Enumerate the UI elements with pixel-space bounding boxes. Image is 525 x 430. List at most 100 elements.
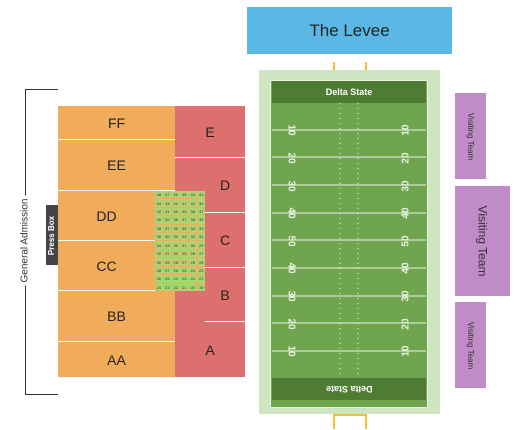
section-the-levee[interactable]: The Levee — [247, 7, 452, 54]
seat-cell[interactable]: 31 — [180, 241, 188, 249]
section-visiting-south[interactable]: Visiting Team — [455, 302, 486, 388]
seat-cell[interactable]: 33 — [197, 224, 205, 233]
seat-cell[interactable]: 25 — [197, 258, 205, 266]
seat-cell[interactable]: 31 — [197, 233, 205, 241]
section-b-label: B — [220, 286, 230, 303]
seat-cell[interactable]: 30 — [189, 241, 197, 249]
seat-cell[interactable]: 32 — [172, 241, 180, 249]
seat-cell[interactable]: 27 — [180, 258, 188, 266]
seat-cell[interactable]: 37 — [163, 224, 171, 233]
seat-cell[interactable]: 23 — [180, 275, 188, 283]
section-ee[interactable]: EE — [58, 140, 175, 191]
seat-cell[interactable]: 27 — [197, 249, 205, 258]
yard-left-3: 30 — [286, 180, 297, 192]
seat-cell[interactable]: 35 — [180, 224, 188, 233]
seat-cell[interactable]: 34 — [172, 233, 180, 241]
seat-cell[interactable]: 45 — [180, 191, 188, 199]
seat-cell[interactable]: 37 — [197, 207, 205, 216]
seat-cell[interactable]: 32 — [189, 233, 197, 241]
seat-cell[interactable]: 43 — [197, 191, 205, 199]
section-visiting-north[interactable]: Visiting Team — [455, 93, 486, 179]
seat-cell[interactable]: 19 — [197, 283, 205, 291]
yard-right-9: 10 — [401, 345, 412, 357]
seat-cell[interactable]: 36 — [155, 233, 163, 241]
seat-cell[interactable]: 20 — [189, 283, 197, 291]
section-bb[interactable]: BB — [58, 291, 175, 342]
section-e[interactable]: E — [175, 106, 245, 158]
seat-cell[interactable]: 39 — [180, 207, 188, 216]
seat-cell[interactable]: 26 — [172, 266, 180, 275]
section-visiting-north-label: Visiting Team — [466, 112, 476, 160]
seat-cell[interactable]: 40 — [189, 199, 197, 207]
yard-left-7: 30 — [286, 290, 297, 302]
section-b[interactable]: B — [205, 268, 245, 322]
seat-cell[interactable]: 28 — [189, 249, 197, 258]
seat-cell[interactable]: 22 — [189, 275, 197, 283]
section-c[interactable]: C — [205, 213, 245, 268]
seat-cell[interactable]: 36 — [172, 224, 180, 233]
seat-cell[interactable]: 36 — [189, 216, 197, 224]
seat-cell[interactable]: 38 — [172, 216, 180, 224]
seat-cell[interactable]: 24 — [155, 283, 163, 291]
seat-cell[interactable]: 48 — [155, 191, 163, 199]
section-aa[interactable]: AA — [58, 342, 175, 378]
seat-cell[interactable]: 34 — [189, 224, 197, 233]
section-visiting-center[interactable]: Visiting Team — [455, 186, 510, 296]
seat-cell[interactable]: 23 — [197, 266, 205, 275]
football-field — [270, 80, 428, 408]
seat-cell[interactable]: 30 — [172, 249, 180, 258]
seat-cell[interactable]: 44 — [155, 199, 163, 207]
seat-cell[interactable]: 41 — [163, 207, 171, 216]
seat-cell[interactable]: 26 — [155, 275, 163, 283]
section-a[interactable]: A — [175, 322, 245, 378]
seat-cell[interactable]: 30 — [155, 258, 163, 266]
seat-cell[interactable]: 29 — [180, 249, 188, 258]
seat-cell[interactable]: 41 — [180, 199, 188, 207]
seat-cell[interactable]: 22 — [172, 283, 180, 291]
seat-cell[interactable]: 21 — [197, 275, 205, 283]
seat-cell[interactable]: 37 — [180, 216, 188, 224]
seat-cell[interactable]: 39 — [197, 199, 205, 207]
seat-cell[interactable]: 29 — [163, 258, 171, 266]
seat-cell[interactable]: 46 — [172, 191, 180, 199]
yard-right-1: 10 — [401, 124, 412, 136]
seat-cell[interactable]: 43 — [163, 199, 171, 207]
seat-cell[interactable]: 42 — [172, 199, 180, 207]
seat-cell[interactable]: 21 — [180, 283, 188, 291]
seat-cell[interactable]: 33 — [180, 233, 188, 241]
seat-cell[interactable]: 38 — [155, 224, 163, 233]
seat-cell[interactable]: 33 — [163, 241, 171, 249]
section-d-label: D — [219, 177, 231, 193]
seat-cell[interactable]: 44 — [189, 191, 197, 199]
seat-cell[interactable]: 35 — [163, 233, 171, 241]
seat-cell[interactable]: 28 — [172, 258, 180, 266]
yard-left-5: 50 — [286, 235, 297, 247]
seat-cell[interactable]: 42 — [155, 207, 163, 216]
seat-cell[interactable]: 24 — [189, 266, 197, 275]
seat-cell[interactable]: 28 — [155, 266, 163, 275]
seat-cell[interactable]: 31 — [163, 249, 171, 258]
section-dd[interactable]: DD — [58, 191, 155, 241]
seat-cell[interactable]: 26 — [189, 258, 197, 266]
seat-cell[interactable]: 35 — [197, 216, 205, 224]
seat-cell[interactable]: 25 — [163, 275, 171, 283]
seat-cell[interactable]: 24 — [172, 275, 180, 283]
seat-cell[interactable]: 32 — [155, 249, 163, 258]
section-ff[interactable]: FF — [58, 106, 175, 140]
section-d[interactable]: D — [205, 158, 245, 213]
seat-cell[interactable]: 40 — [155, 216, 163, 224]
seat-cell[interactable]: 47 — [163, 191, 171, 199]
seat-cell[interactable]: 40 — [172, 207, 180, 216]
seat-cell[interactable]: 27 — [163, 266, 171, 275]
seat-cell[interactable]: 34 — [155, 241, 163, 249]
yard-right-6: 40 — [401, 262, 412, 274]
seat-cell[interactable]: 23 — [163, 283, 171, 291]
seat-cell[interactable]: 25 — [180, 266, 188, 275]
seat-cell[interactable]: 29 — [197, 241, 205, 249]
yard-right-7: 30 — [401, 290, 412, 302]
yard-left-9: 10 — [286, 345, 297, 357]
section-cc[interactable]: CC — [58, 241, 155, 291]
seat-cell[interactable]: 38 — [189, 207, 197, 216]
seat-cell[interactable]: 39 — [163, 216, 171, 224]
yard-left-2: 20 — [286, 152, 297, 164]
